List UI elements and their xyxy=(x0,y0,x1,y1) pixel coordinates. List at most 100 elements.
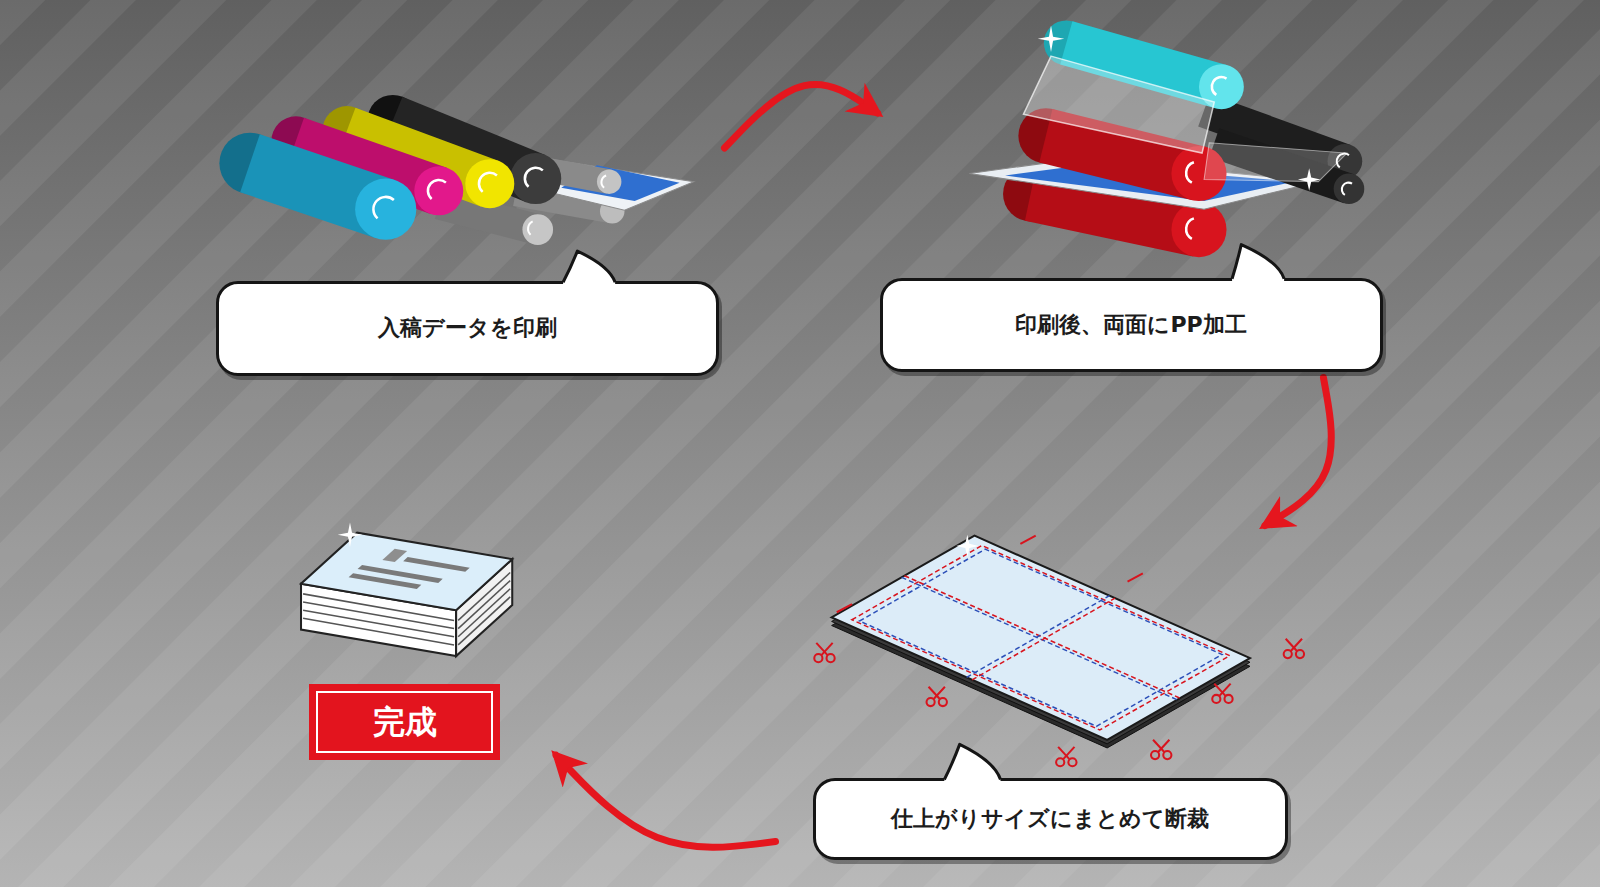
speech-bubble: 印刷後、両面にPP加工 xyxy=(880,278,1383,373)
cut-sheet-part-part xyxy=(1020,536,1035,544)
lamination-rollers-part xyxy=(1186,162,1194,182)
process-step: 完成 xyxy=(291,515,556,765)
flow-arrow xyxy=(556,755,775,847)
flow-arrow xyxy=(1265,378,1331,526)
cut-sheet-part-part xyxy=(832,536,1250,740)
lamination-rollers-part xyxy=(1186,218,1194,238)
cut-sheet-part-part xyxy=(1212,684,1232,703)
print-rollers-part xyxy=(525,168,543,187)
cut-sheet-part-part xyxy=(1284,639,1304,658)
step-label: 印刷後、両面にPP加工 xyxy=(1015,311,1246,339)
print-rollers xyxy=(219,95,693,245)
lamination-rollers-part xyxy=(1298,168,1320,190)
cut-sheet-part-part xyxy=(837,604,852,612)
cut-sheet-part-part-part xyxy=(1296,650,1304,658)
cut-sheet-part-part-part xyxy=(1212,695,1220,703)
print-rollers-part xyxy=(479,173,497,192)
bubble-tail-fill xyxy=(1232,245,1284,283)
cut-sheet-part-part xyxy=(1151,740,1171,759)
cut-sheet-part-part-part xyxy=(1056,758,1064,766)
cut-sheet-part-part-part xyxy=(1068,758,1076,766)
badge-label: 完成 xyxy=(373,703,437,741)
card-stack-part-part xyxy=(301,533,512,611)
print-rollers-part xyxy=(465,159,514,208)
lamination-rollers xyxy=(969,20,1364,257)
cut-sheet-part-part xyxy=(904,576,1180,698)
print-rollers-part xyxy=(414,166,463,215)
cut-sheet-part-part-part xyxy=(816,643,827,655)
cut-sheet-part-part xyxy=(1056,747,1076,766)
step-label: 仕上がりサイズにまとめて断裁 xyxy=(891,805,1209,833)
cut-sheet-part xyxy=(956,535,978,557)
cut-sheet-part-part-part xyxy=(1151,751,1159,759)
cut-sheet-part-part-part xyxy=(1153,740,1164,752)
process-step: 仕上がりサイズにまとめて断裁 xyxy=(776,526,1291,866)
bubble-tail-outline xyxy=(1232,245,1284,279)
card-stack-part-part xyxy=(458,597,510,645)
illustration-part xyxy=(219,20,1364,766)
cut-sheet-part-part xyxy=(972,598,1115,680)
card-stack-part-part xyxy=(349,573,422,589)
cut-sheet-part-part-part xyxy=(1163,751,1171,759)
process-step: 印刷後、両面にPP加工 xyxy=(878,15,1388,377)
process-step: 入稿データを印刷 xyxy=(209,97,724,381)
cut-sheet-part-part-part xyxy=(929,687,940,699)
cut-sheet-part-part-part xyxy=(1214,684,1225,696)
cut-sheet-part xyxy=(814,536,1304,767)
print-rollers-part xyxy=(522,214,553,245)
lamination-rollers-part xyxy=(1038,26,1065,53)
cut-sheet-part-part-part xyxy=(927,698,935,706)
cut-sheet-part xyxy=(832,536,1250,740)
card-stack-part xyxy=(301,533,512,611)
speech-bubble: 入稿データを印刷 xyxy=(216,281,719,376)
lamination-rollers-part xyxy=(1212,77,1227,95)
card-stack-part-part xyxy=(303,618,454,645)
print-rollers-part xyxy=(428,180,446,199)
print-rollers-part xyxy=(597,169,621,193)
cut-sheet-part-part xyxy=(1128,573,1143,581)
print-rollers-part xyxy=(528,221,533,234)
cut-sheet-part-part-part xyxy=(827,654,835,662)
cut-sheet-part-part-part xyxy=(939,698,947,706)
print-rollers-part xyxy=(601,176,606,188)
bubble-tail-fill xyxy=(563,251,615,286)
cut-sheet-part-part xyxy=(852,546,1230,730)
connectors xyxy=(556,84,1331,847)
print-rollers-part xyxy=(355,179,416,240)
lamination-rollers-part xyxy=(1342,183,1352,195)
bubble-tail-fill xyxy=(944,744,1000,783)
print-rollers-part xyxy=(510,153,561,204)
cut-sheet-part-part xyxy=(927,687,947,706)
bubble-tail-outline xyxy=(563,251,615,282)
flow-arrow xyxy=(724,84,877,148)
cut-sheet-part-part-part xyxy=(1284,650,1292,658)
bubble-tail-outline xyxy=(944,744,1000,779)
card-stack-part-part xyxy=(382,549,407,562)
card-stack-part-part xyxy=(303,610,454,637)
step-label: 入稿データを印刷 xyxy=(378,314,557,342)
print-rollers-part xyxy=(373,197,393,218)
lamination-rollers-part xyxy=(1334,173,1365,204)
cut-sheet-part-part xyxy=(902,577,1178,699)
cut-sheet-part-part-part xyxy=(814,654,822,662)
speech-bubble: 仕上がりサイズにまとめて断裁 xyxy=(813,778,1287,861)
card-stack-part xyxy=(338,522,362,546)
card-stack-part-part xyxy=(403,557,470,572)
lamination-rollers-part xyxy=(1023,56,1214,153)
completion-badge: 完成 xyxy=(309,684,500,761)
card-stack xyxy=(301,522,512,656)
cut-sheet xyxy=(814,535,1304,767)
lamination-rollers-part xyxy=(1171,202,1226,257)
cut-sheet-part-part-part xyxy=(1058,747,1069,759)
cut-sheet-part-part-part xyxy=(1224,695,1232,703)
cut-sheet-part-part xyxy=(859,549,1222,726)
cut-sheet-part-part-part xyxy=(1286,639,1297,651)
cut-sheet-part-part xyxy=(967,596,1110,678)
lamination-rollers-part xyxy=(1204,143,1347,182)
